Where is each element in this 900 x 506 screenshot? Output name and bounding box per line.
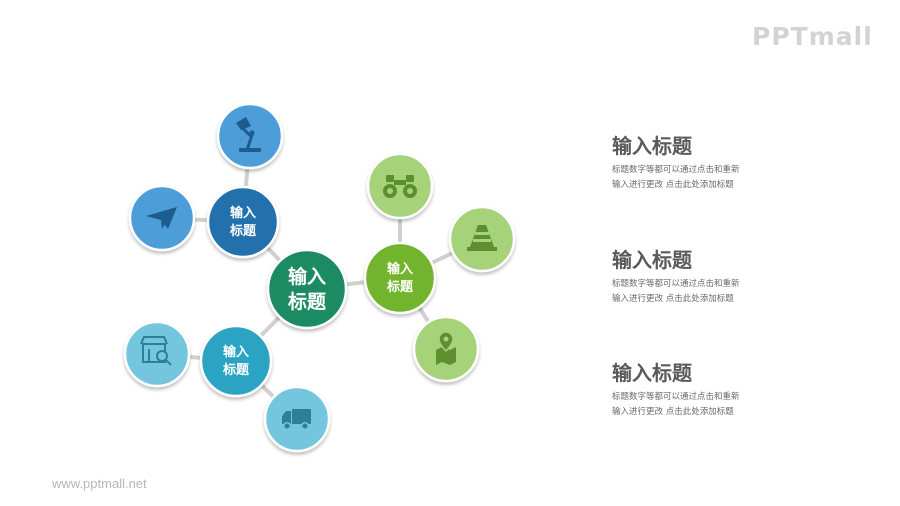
paper-plane-icon bbox=[146, 207, 177, 229]
website-url[interactable]: www.pptmall.net bbox=[52, 476, 147, 491]
block-description: 标题数字等都可以通过点击和重新 输入进行更改 点击此处添加标题 bbox=[612, 390, 792, 420]
block-desc-line: 输入进行更改 点击此处添加标题 bbox=[612, 294, 734, 304]
text-block-2: 输入标题 标题数字等都可以通过点击和重新 输入进行更改 点击此处添加标题 bbox=[612, 248, 792, 307]
hub-label-line1: 输入 bbox=[223, 344, 249, 360]
hub-label-line2: 标题 bbox=[222, 362, 250, 378]
node-desk-lamp bbox=[216, 102, 284, 170]
traffic-cone-icon bbox=[467, 225, 497, 251]
center-label-line1: 输入 bbox=[288, 265, 326, 288]
block-desc-line: 标题数字等都可以通过点击和重新 bbox=[612, 279, 740, 289]
block-desc-line: 标题数字等都可以通过点击和重新 bbox=[612, 392, 740, 402]
block-description: 标题数字等都可以通过点击和重新 输入进行更改 点击此处添加标题 bbox=[612, 163, 792, 193]
hub-label-line1: 输入 bbox=[387, 261, 413, 277]
center-label-line2: 标题 bbox=[288, 291, 326, 313]
block-desc-line: 输入进行更改 点击此处添加标题 bbox=[612, 180, 734, 190]
hub-label-line2: 标题 bbox=[386, 279, 414, 295]
center-node: 输入 标题 bbox=[266, 248, 348, 330]
block-description: 标题数字等都可以通过点击和重新 输入进行更改 点击此处添加标题 bbox=[612, 277, 792, 307]
text-block-1: 输入标题 标题数字等都可以通过点击和重新 输入进行更改 点击此处添加标题 bbox=[612, 134, 792, 193]
hub-teal: 输入 标题 bbox=[199, 324, 273, 398]
delivery-truck-icon bbox=[282, 409, 311, 431]
block-desc-line: 标题数字等都可以通过点击和重新 bbox=[612, 165, 740, 175]
hub-label-line1: 输入 bbox=[230, 205, 256, 221]
node-paper-plane bbox=[128, 184, 196, 252]
desk-lamp-icon bbox=[236, 117, 261, 152]
block-title: 输入标题 bbox=[612, 248, 692, 272]
shop-search-icon bbox=[140, 336, 172, 366]
text-block-3: 输入标题 标题数字等都可以通过点击和重新 输入进行更改 点击此处添加标题 bbox=[612, 361, 792, 420]
node-delivery-truck bbox=[263, 385, 331, 453]
block-title: 输入标题 bbox=[612, 134, 692, 158]
network-diagram: 输入 标题 输入 标题 输入 标题 输入 标题 bbox=[123, 102, 516, 453]
hub-label-line2: 标题 bbox=[229, 223, 257, 239]
node-binoculars bbox=[366, 152, 434, 220]
block-title: 输入标题 bbox=[612, 361, 692, 385]
block-desc-line: 输入进行更改 点击此处添加标题 bbox=[612, 407, 734, 417]
binoculars-icon bbox=[383, 175, 417, 198]
pptmall-logo: PPTmall bbox=[752, 22, 873, 51]
node-shop-search bbox=[123, 320, 191, 388]
node-traffic-cone bbox=[448, 205, 516, 273]
map-pin-icon bbox=[436, 331, 456, 365]
hub-blue: 输入 标题 bbox=[206, 185, 280, 259]
node-map-pin bbox=[412, 315, 480, 383]
hub-green: 输入 标题 bbox=[363, 241, 437, 315]
